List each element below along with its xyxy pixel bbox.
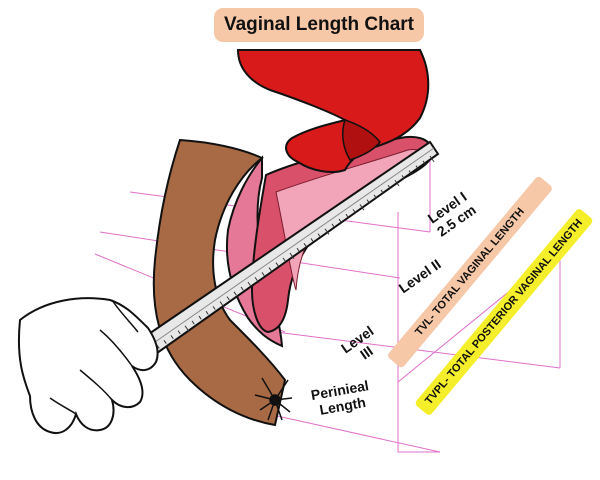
ruler-tick (219, 301, 225, 308)
ruler-tick (324, 228, 330, 235)
ruler-tick (387, 184, 391, 189)
skin-region (152, 138, 287, 427)
ruler-tick (401, 175, 405, 179)
ruler-tick (331, 223, 335, 228)
ruler-tick (296, 247, 300, 252)
ruler-tick (310, 238, 314, 243)
ruler-tick (163, 340, 167, 344)
ruler-tick (191, 320, 195, 325)
ruler-tick (338, 218, 342, 223)
ruler-tick (359, 204, 365, 211)
ruler-tick (289, 252, 295, 260)
uterus (236, 49, 430, 173)
ruler-tick (345, 213, 349, 218)
ruler-tick (429, 155, 435, 163)
ruler-tick (254, 276, 260, 284)
ruler-tick (373, 194, 377, 199)
ruler-tick (415, 165, 419, 170)
ruler-tick (212, 306, 216, 310)
ruler-tick (247, 281, 251, 286)
anus-mark (254, 377, 293, 421)
ruler-tick (422, 160, 426, 165)
ruler-tick (282, 257, 286, 262)
ruler-tick (184, 325, 190, 332)
ruler-tick (240, 286, 244, 291)
ruler-tick (380, 189, 384, 194)
ruler-tick (268, 267, 272, 272)
ruler-tick (233, 291, 237, 296)
ruler-tick (352, 209, 356, 213)
ruler-tick (177, 330, 181, 335)
ruler-tick (303, 243, 307, 247)
ruler-tick (394, 179, 400, 187)
cervix (342, 119, 381, 161)
page-title: Vaginal Length Chart (214, 8, 424, 42)
hand-illustration (17, 297, 159, 434)
hand-fingers (49, 299, 139, 415)
ruler-ticks (149, 155, 435, 357)
ruler-tick (261, 272, 265, 276)
ruler-tick (226, 296, 230, 301)
ruler-tick (205, 310, 209, 315)
ruler-tick (170, 335, 174, 340)
ruler-tick (408, 170, 412, 175)
ruler-tick (317, 233, 321, 238)
ruler-tick (198, 315, 202, 320)
ruler-tick (366, 199, 370, 204)
ruler-tick (275, 262, 279, 267)
